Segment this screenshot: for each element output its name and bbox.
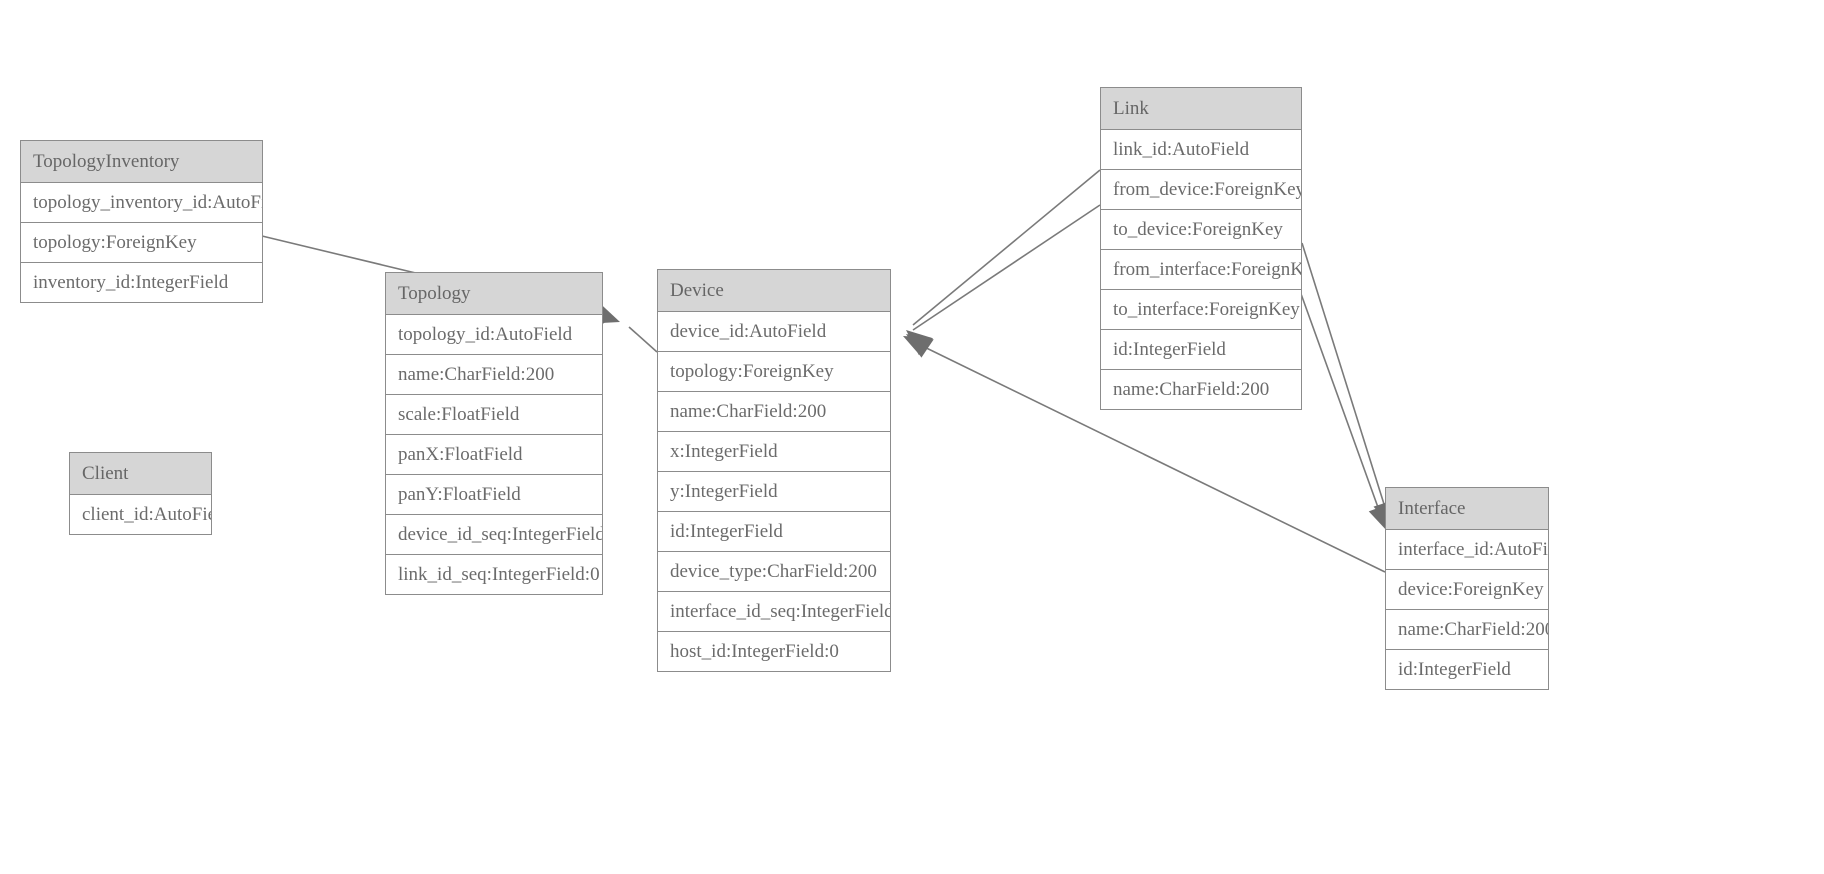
relationship-line-rel-link-tointerface-interface (1295, 279, 1385, 525)
entity-box-interface[interactable]: Interfaceinterface_id:AutoFielddevice:Fo… (1385, 487, 1549, 690)
entity-field-row: from_device:ForeignKey (1101, 170, 1301, 210)
relationship-line-rel-link-todevice-device (912, 204, 1101, 331)
entity-field-row: y:IntegerField (658, 472, 890, 512)
relationship-arrowhead-rel-link-todevice-device (906, 334, 934, 358)
entity-field-row: panX:FloatField (386, 435, 602, 475)
entity-title-interface: Interface (1386, 488, 1548, 530)
entity-field-row: name:CharField:200 (1386, 610, 1548, 650)
entity-field-row: name:CharField:200 (658, 392, 890, 432)
entity-title-topology_inventory: TopologyInventory (21, 141, 262, 183)
entity-field-row: scale:FloatField (386, 395, 602, 435)
entity-field-row: topology_id:AutoField (386, 315, 602, 355)
entity-field-row: panY:FloatField (386, 475, 602, 515)
entity-title-client: Client (70, 453, 211, 495)
entity-field-row: host_id:IntegerField:0 (658, 632, 890, 671)
entity-field-row: interface_id:AutoField (1386, 530, 1548, 570)
entity-field-row: device_type:CharField:200 (658, 552, 890, 592)
relationship-line-rel-link-fromdevice-device (912, 169, 1101, 326)
entity-field-row: device_id_seq:IntegerField:0 (386, 515, 602, 555)
entity-field-row: device:ForeignKey (1386, 570, 1548, 610)
entity-title-device: Device (658, 270, 890, 312)
entity-field-row: device_id:AutoField (658, 312, 890, 352)
entity-field-row: topology:ForeignKey (21, 223, 262, 263)
entity-field-row: topology_inventory_id:AutoField (21, 183, 262, 223)
entity-field-row: name:CharField:200 (1101, 370, 1301, 409)
relationship-line-rel-link-frominterface-interface (1301, 242, 1390, 521)
entity-field-row: to_interface:ForeignKey (1101, 290, 1301, 330)
entity-field-row: id:IntegerField (1386, 650, 1548, 689)
entity-field-row: inventory_id:IntegerField (21, 263, 262, 302)
entity-field-row: from_interface:ForeignKey (1101, 250, 1301, 290)
entity-field-row: id:IntegerField (658, 512, 890, 552)
entity-field-row: to_device:ForeignKey (1101, 210, 1301, 250)
entity-field-row: link_id_seq:IntegerField:0 (386, 555, 602, 594)
entity-field-row: id:IntegerField (1101, 330, 1301, 370)
relationship-line-rel-device-topology (628, 326, 658, 353)
relationship-arrowhead-rel-interface-device (903, 336, 932, 358)
entity-field-row: link_id:AutoField (1101, 130, 1301, 170)
entity-title-link: Link (1101, 88, 1301, 130)
entity-field-row: name:CharField:200 (386, 355, 602, 395)
entity-field-row: client_id:AutoField (70, 495, 211, 534)
entity-field-row: interface_id_seq:IntegerField:0 (658, 592, 890, 632)
entity-field-row: x:IntegerField (658, 432, 890, 472)
entity-title-topology: Topology (386, 273, 602, 315)
relationship-arrowhead-rel-link-fromdevice-device (906, 330, 933, 356)
entity-field-row: topology:ForeignKey (658, 352, 890, 392)
